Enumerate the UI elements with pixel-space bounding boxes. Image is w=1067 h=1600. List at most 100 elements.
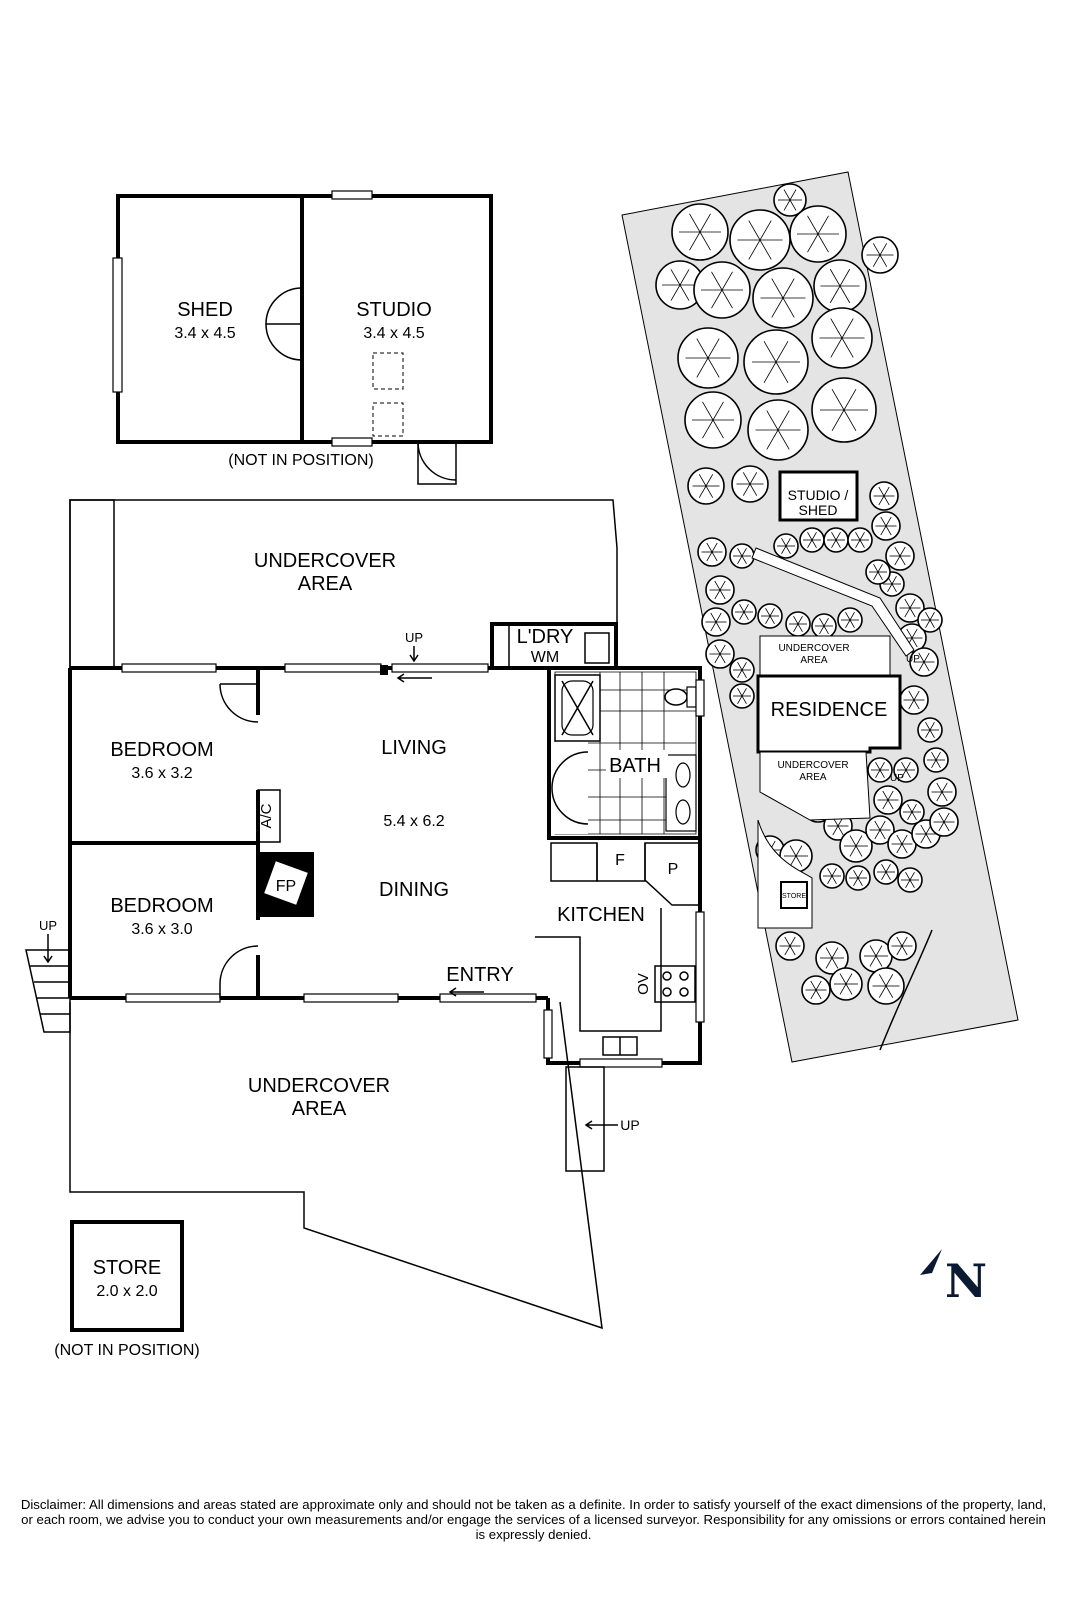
tree-branch: [913, 699, 920, 710]
tree-branch: [923, 652, 930, 663]
tree-branch: [763, 341, 777, 363]
site-residence-label: RESIDENCE: [771, 699, 888, 721]
ac-unit: [257, 789, 281, 843]
tree-branch: [881, 871, 887, 880]
tree-branch: [839, 973, 847, 985]
tree-branch: [737, 688, 743, 697]
basin: [675, 762, 691, 788]
tree-branch: [815, 989, 822, 1000]
tree-branch: [721, 271, 733, 291]
tree-branch: [823, 625, 829, 634]
tree-branch: [905, 879, 911, 888]
tree-branch: [793, 616, 799, 625]
dining-label: DINING: [379, 879, 449, 901]
tree-branch: [936, 782, 943, 793]
tree-branch: [748, 220, 761, 241]
tree-branch: [781, 545, 787, 554]
tree-branch: [795, 855, 803, 867]
tree-branch: [920, 833, 927, 844]
up-label-rear: UP: [620, 1117, 639, 1133]
compass-letter: N: [945, 1254, 987, 1308]
tree-branch: [721, 289, 733, 309]
up-arrow-icon: [43, 934, 53, 964]
tree-branch: [925, 612, 931, 621]
pantry-label: P: [668, 861, 679, 878]
fridge-label: F: [615, 852, 625, 869]
tree-branch: [845, 612, 851, 621]
tree-branch: [782, 297, 795, 318]
tree-branch: [882, 790, 889, 801]
tree-branch: [739, 604, 745, 613]
tree-branch: [881, 864, 887, 873]
tree-branch: [901, 945, 908, 956]
undercover-bottom-line1: UNDERCOVER: [248, 1075, 390, 1097]
tree-branch: [807, 215, 819, 235]
tree-branch: [879, 820, 886, 831]
window: [391, 663, 489, 673]
site-up-label-2: UP: [906, 654, 920, 665]
tree-branch: [904, 607, 911, 618]
door-swing: [551, 751, 589, 825]
tree-branch: [759, 239, 772, 260]
tree-branch: [911, 628, 918, 639]
window: [125, 993, 221, 1003]
tree-branch: [925, 729, 931, 738]
disclaimer: Disclaimer: All dimensions and areas sta…: [20, 1497, 1047, 1542]
tree-branch: [771, 297, 784, 318]
tree-branch: [872, 254, 881, 267]
tree-branch: [879, 243, 888, 256]
tree-branch: [885, 516, 892, 527]
tree-branch: [765, 608, 771, 617]
tree-branch: [874, 829, 881, 840]
outbuilding-walls: [116, 194, 493, 444]
site-residence: [756, 674, 902, 754]
tree-branch: [929, 612, 935, 621]
tree-branch: [909, 607, 916, 618]
tree-branch: [811, 532, 817, 541]
bath-label: BATH: [609, 755, 661, 777]
tree-branch: [711, 551, 718, 562]
tree-branch: [742, 483, 751, 496]
tree-branch: [789, 189, 797, 201]
tree-branch: [705, 474, 714, 487]
tree-branch: [878, 495, 885, 506]
tree-branch: [929, 729, 935, 738]
tree-branch: [749, 472, 758, 485]
tree-branch: [742, 472, 751, 485]
skylight: [372, 352, 404, 390]
shed-label: SHED: [177, 299, 233, 321]
window: [121, 663, 217, 673]
site-studio-shed: [778, 470, 859, 522]
tree-branch: [925, 619, 931, 628]
north-compass-icon: N: [920, 1249, 987, 1308]
tree-branch: [887, 790, 894, 801]
tree-branch: [841, 337, 854, 358]
tree-branch: [906, 628, 913, 639]
tree-branch: [907, 804, 913, 813]
tree-branch: [710, 621, 717, 632]
tree-branch: [825, 957, 833, 969]
tree-branch: [702, 401, 714, 421]
tree-branch: [904, 598, 911, 609]
tree-branch: [894, 546, 901, 557]
tree-branch: [807, 539, 813, 548]
tree-branch: [817, 215, 829, 235]
tree-branch: [831, 947, 839, 959]
tree-branch: [911, 804, 917, 813]
living-label: LIVING: [381, 737, 447, 759]
up-label-living: UP: [405, 630, 423, 645]
planter: [69, 499, 115, 669]
tree-branch: [705, 485, 714, 498]
undercover-bottom-line2: AREA: [292, 1098, 347, 1120]
fireplace-hearth: [264, 861, 308, 905]
undercover-bottom-outline: [69, 1001, 603, 1330]
tree-branch: [795, 845, 803, 857]
site-studio-shed-line1: STUDIO /: [788, 487, 849, 503]
laundry-label: L'DRY: [517, 626, 574, 648]
tree-branch: [719, 589, 726, 600]
tree-branch: [843, 409, 857, 431]
tree-branch: [885, 864, 891, 873]
tree-branch: [831, 957, 839, 969]
tree-branch: [785, 538, 791, 547]
tree-branch: [849, 845, 857, 857]
